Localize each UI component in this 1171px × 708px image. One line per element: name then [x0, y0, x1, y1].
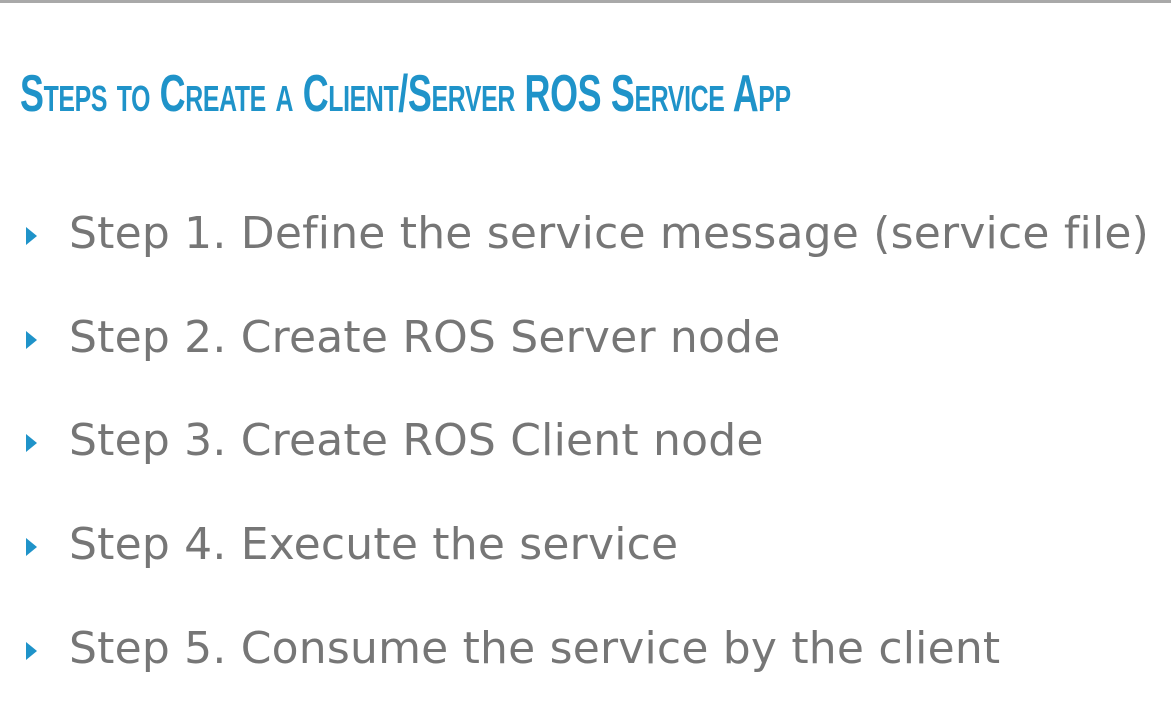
- list-item: Step 3. Create ROS Client node: [26, 413, 764, 469]
- triangle-right-icon: [26, 434, 37, 452]
- step-4-label: Step 4. Execute the service: [69, 519, 679, 570]
- list-item: Step 4. Execute the service: [26, 517, 678, 573]
- step-1-label: Step 1. Define the service message (serv…: [69, 208, 1150, 259]
- list-item: Step 1. Define the service message (serv…: [26, 206, 1149, 262]
- list-item: Step 2. Create ROS Server node: [26, 310, 781, 366]
- step-3-label: Step 3. Create ROS Client node: [69, 415, 764, 466]
- step-5-label: Step 5. Consume the service by the clien…: [69, 623, 1001, 674]
- list-item: Step 5. Consume the service by the clien…: [26, 621, 1000, 677]
- triangle-right-icon: [26, 227, 37, 245]
- slide-title: Steps to Create a Client/Server ROS Serv…: [20, 65, 791, 123]
- step-2-label: Step 2. Create ROS Server node: [69, 312, 781, 363]
- triangle-right-icon: [26, 642, 37, 660]
- triangle-right-icon: [26, 331, 37, 349]
- top-divider: [0, 0, 1171, 3]
- triangle-right-icon: [26, 538, 37, 556]
